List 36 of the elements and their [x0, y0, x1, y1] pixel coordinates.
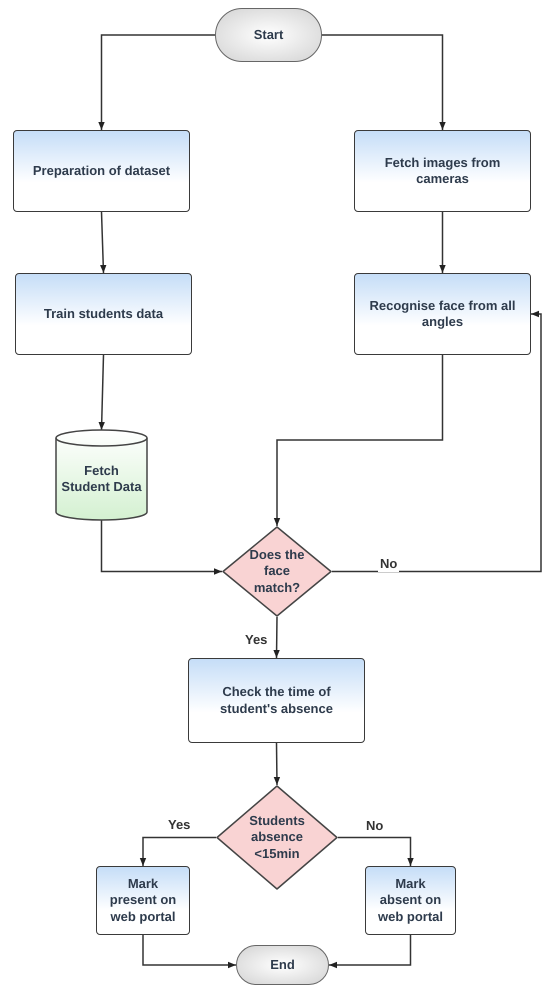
node-label: Train students data	[44, 306, 164, 322]
arrow	[274, 355, 444, 526]
arrow	[142, 935, 236, 968]
node-label: Start	[254, 26, 284, 44]
arrow	[332, 310, 542, 572]
node-label: Recognise face from all angles	[368, 298, 516, 330]
node-label: Students absence <15min	[248, 813, 306, 862]
edge-label: No	[378, 556, 400, 572]
process-box	[365, 866, 456, 935]
arrow	[329, 935, 412, 968]
node-label: Mark absent on web portal	[376, 876, 444, 925]
arrow	[439, 212, 446, 273]
arrow	[273, 616, 280, 658]
arrow	[322, 34, 446, 130]
node-label: Fetch images from cameras	[384, 154, 502, 188]
node-label: Does the face match?	[248, 547, 306, 596]
arrow	[98, 34, 215, 130]
node-label: Fetch Student Data	[60, 462, 143, 496]
node-label: Check the time of student's absence	[219, 684, 334, 717]
process-box	[13, 130, 190, 212]
arrow	[338, 836, 414, 866]
process-box	[188, 658, 365, 743]
arrow	[274, 743, 280, 785]
arrow	[140, 836, 216, 866]
terminal-pill	[236, 945, 329, 985]
process-box	[354, 130, 531, 212]
node-label: Mark present on web portal	[108, 876, 178, 925]
node-label: End	[270, 956, 295, 974]
terminal-pill	[215, 8, 322, 62]
process-box	[15, 273, 192, 355]
arrow	[100, 212, 106, 274]
process-box	[96, 866, 190, 935]
node-label: Preparation of dataset	[32, 162, 170, 180]
process-box	[354, 273, 531, 355]
arrow	[100, 520, 222, 575]
arrow	[98, 354, 105, 430]
